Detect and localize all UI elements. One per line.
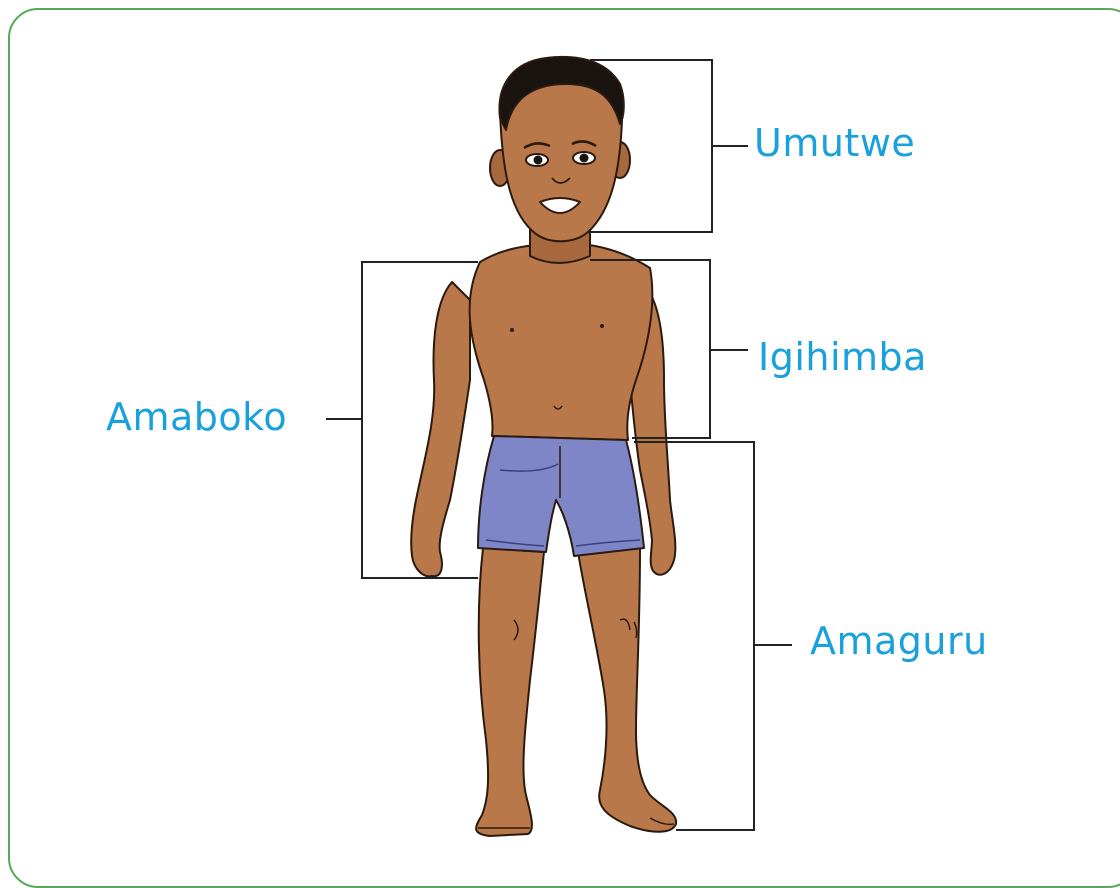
label-arms: Amaboko [106, 398, 287, 436]
left-leg [476, 548, 544, 836]
left-arm [411, 282, 470, 576]
label-legs: Amaguru [810, 622, 988, 660]
torso [470, 244, 653, 440]
diagram: Umutwe Igihimba Amaboko Amaguru [0, 0, 1120, 870]
shorts [478, 436, 644, 556]
label-head: Umutwe [754, 124, 915, 162]
right-leg [578, 548, 676, 832]
child-figure [411, 57, 676, 836]
label-trunk: Igihimba [758, 338, 927, 376]
